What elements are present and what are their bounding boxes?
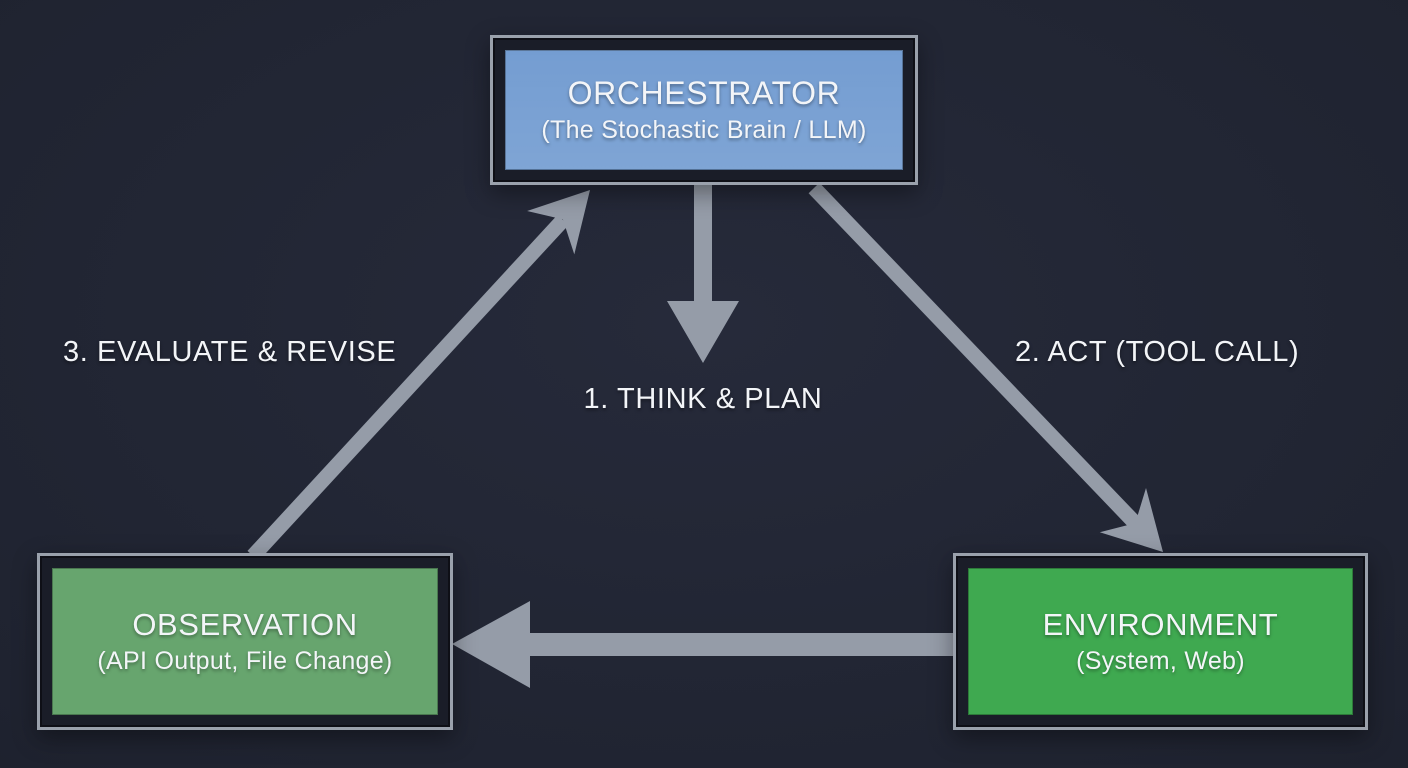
orchestrator-title: ORCHESTRATOR xyxy=(567,75,841,111)
evaluate-arrow xyxy=(247,190,590,562)
observation-subtitle: (API Output, File Change) xyxy=(97,647,393,675)
orchestrator-node: ORCHESTRATOR (The Stochastic Brain / LLM… xyxy=(490,35,918,185)
act-arrow xyxy=(808,182,1163,552)
orchestrator-fill: ORCHESTRATOR (The Stochastic Brain / LLM… xyxy=(505,50,903,170)
step-1-label: 1. THINK & PLAN xyxy=(583,383,823,415)
environment-fill: ENVIRONMENT (System, Web) xyxy=(968,568,1353,715)
orchestrator-subtitle: (The Stochastic Brain / LLM) xyxy=(541,116,867,144)
environment-subtitle: (System, Web) xyxy=(1076,647,1245,675)
step-3-label: 3. EVALUATE & REVISE xyxy=(63,336,397,368)
feedback-arrow xyxy=(452,601,958,688)
observation-title: OBSERVATION xyxy=(132,607,358,642)
observation-fill: OBSERVATION (API Output, File Change) xyxy=(52,568,438,715)
environment-node: ENVIRONMENT (System, Web) xyxy=(953,553,1368,730)
environment-title: ENVIRONMENT xyxy=(1042,607,1279,642)
think-plan-arrow xyxy=(667,184,739,363)
step-2-label: 2. ACT (TOOL CALL) xyxy=(1015,336,1300,368)
observation-node: OBSERVATION (API Output, File Change) xyxy=(37,553,453,730)
